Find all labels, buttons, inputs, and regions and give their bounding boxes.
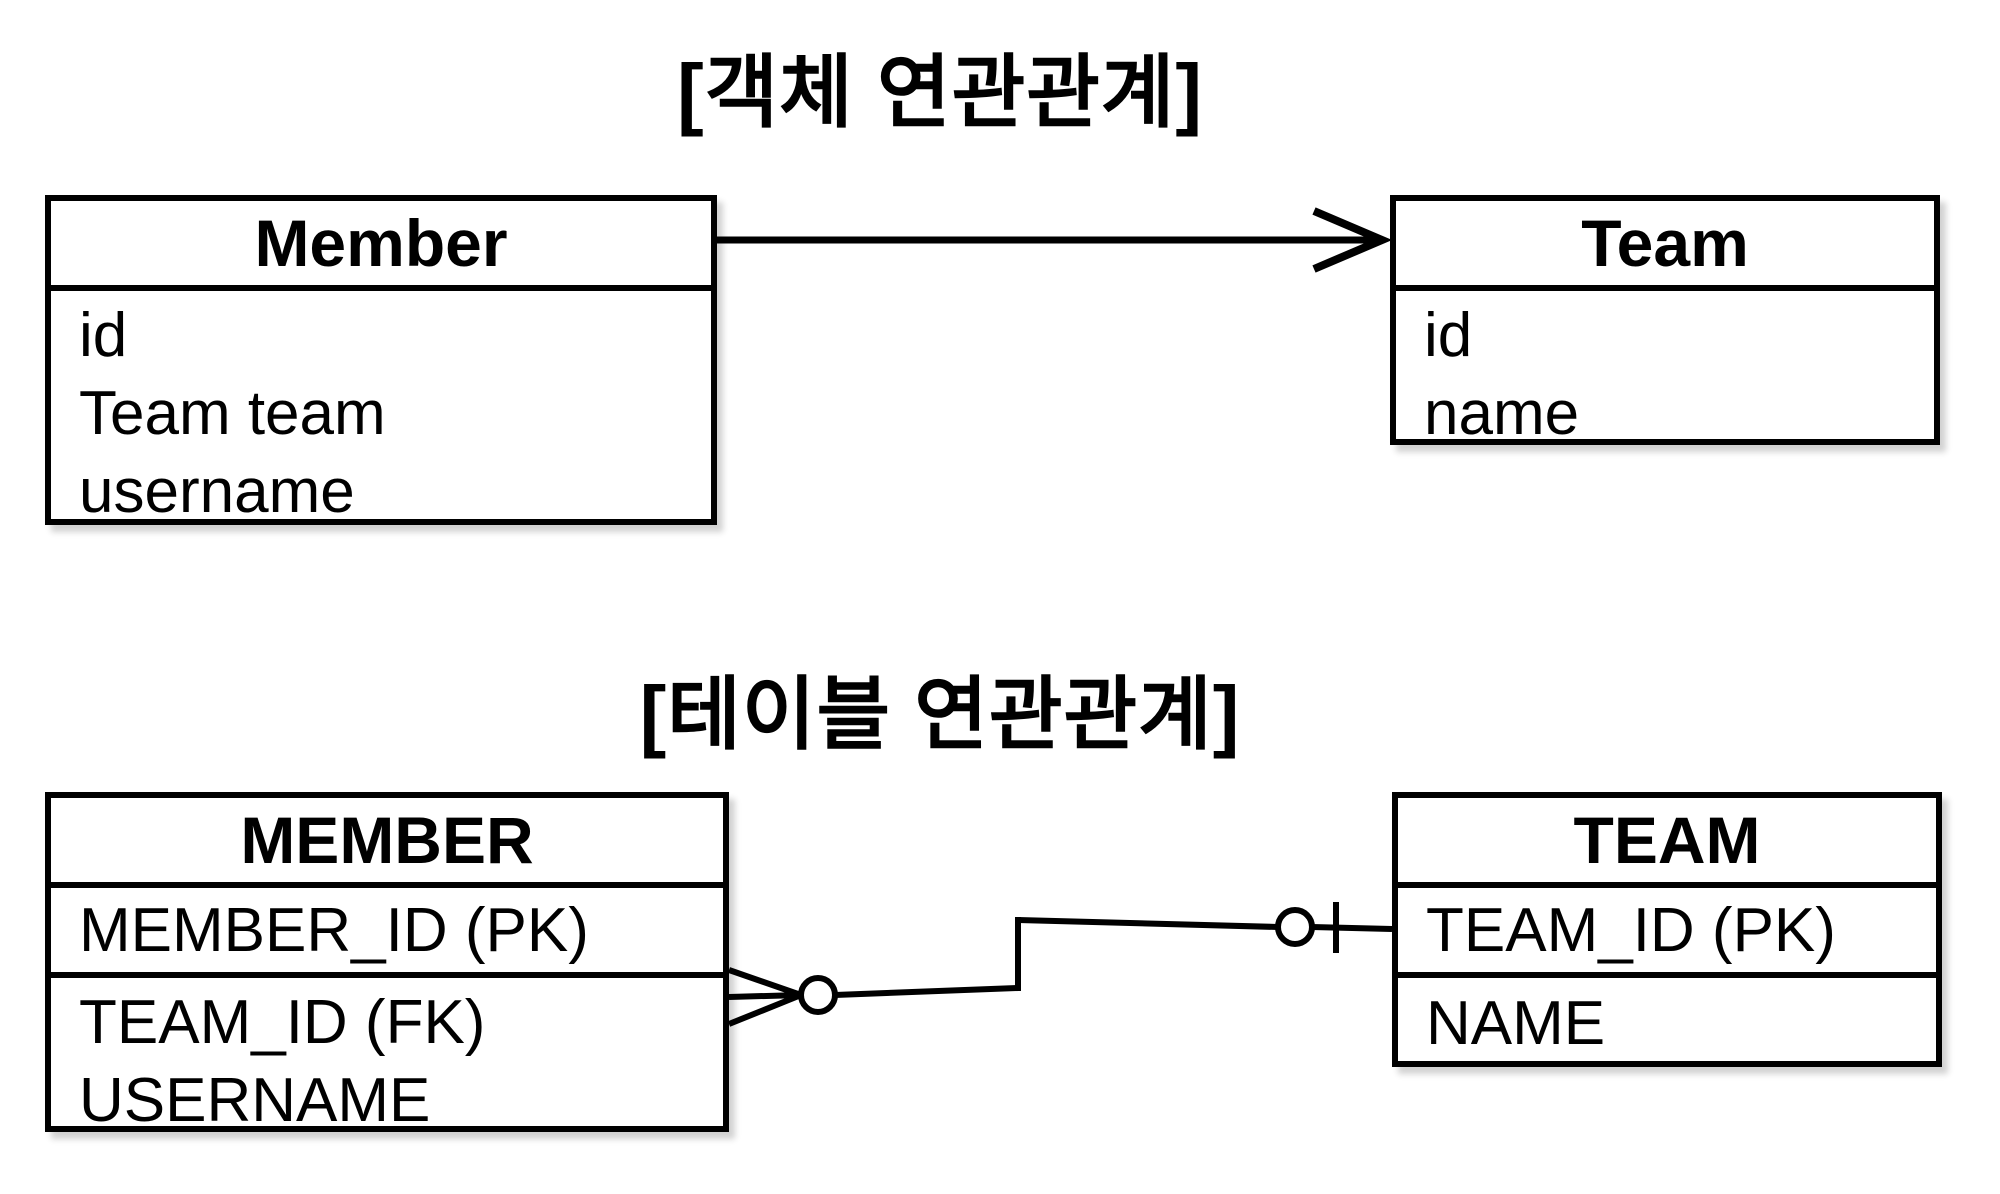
member-class-field-team: Team team [79, 379, 386, 448]
member-table-field-username: USERNAME [79, 1066, 431, 1135]
team-table-name-row: NAME [1426, 988, 1606, 1058]
member-class-field-id: id [79, 301, 128, 370]
connector-segment-lower [834, 985, 1019, 998]
open-arrowhead-icon [1312, 207, 1393, 273]
member-table-fields: TEAM_ID (FK) USERNAME [51, 978, 723, 1140]
zero-circle-team-end-icon [1275, 907, 1315, 947]
object-association-title: [객체 연관관계] [676, 48, 1204, 137]
team-table-box: TEAM TEAM_ID (PK) NAME [1392, 792, 1942, 1067]
object-association-arrow [717, 207, 1393, 273]
team-table-title: TEAM [1398, 798, 1936, 888]
member-class-field-username: username [79, 457, 355, 526]
member-table-pk-row: MEMBER_ID (PK) [51, 888, 723, 978]
member-class-title: Member [51, 201, 711, 291]
connector-segment-to-team [1311, 924, 1393, 932]
member-table-title: MEMBER [51, 798, 723, 888]
team-class-field-name: name [1424, 379, 1580, 448]
table-relationship-connector [727, 902, 1393, 1027]
member-table-box: MEMBER MEMBER_ID (PK) TEAM_ID (FK) USERN… [45, 792, 729, 1135]
member-table-field-team-id: TEAM_ID (FK) [79, 988, 486, 1057]
connector-segment-upper [1017, 917, 1279, 930]
crow-foot-many-icon [727, 967, 803, 1027]
table-association-title: [테이블 연관관계] [639, 670, 1241, 759]
member-class-fields: id Team team username [51, 291, 711, 531]
zero-circle-member-end-icon [798, 975, 838, 1015]
team-table-pk-row: TEAM_ID (PK) [1398, 888, 1936, 978]
team-class-field-id: id [1424, 301, 1473, 370]
team-class-title: Team [1396, 201, 1934, 291]
team-class-fields: id name [1396, 291, 1934, 453]
team-class-box: Team id name [1390, 195, 1940, 448]
member-class-box: Member id Team team username [45, 195, 717, 526]
